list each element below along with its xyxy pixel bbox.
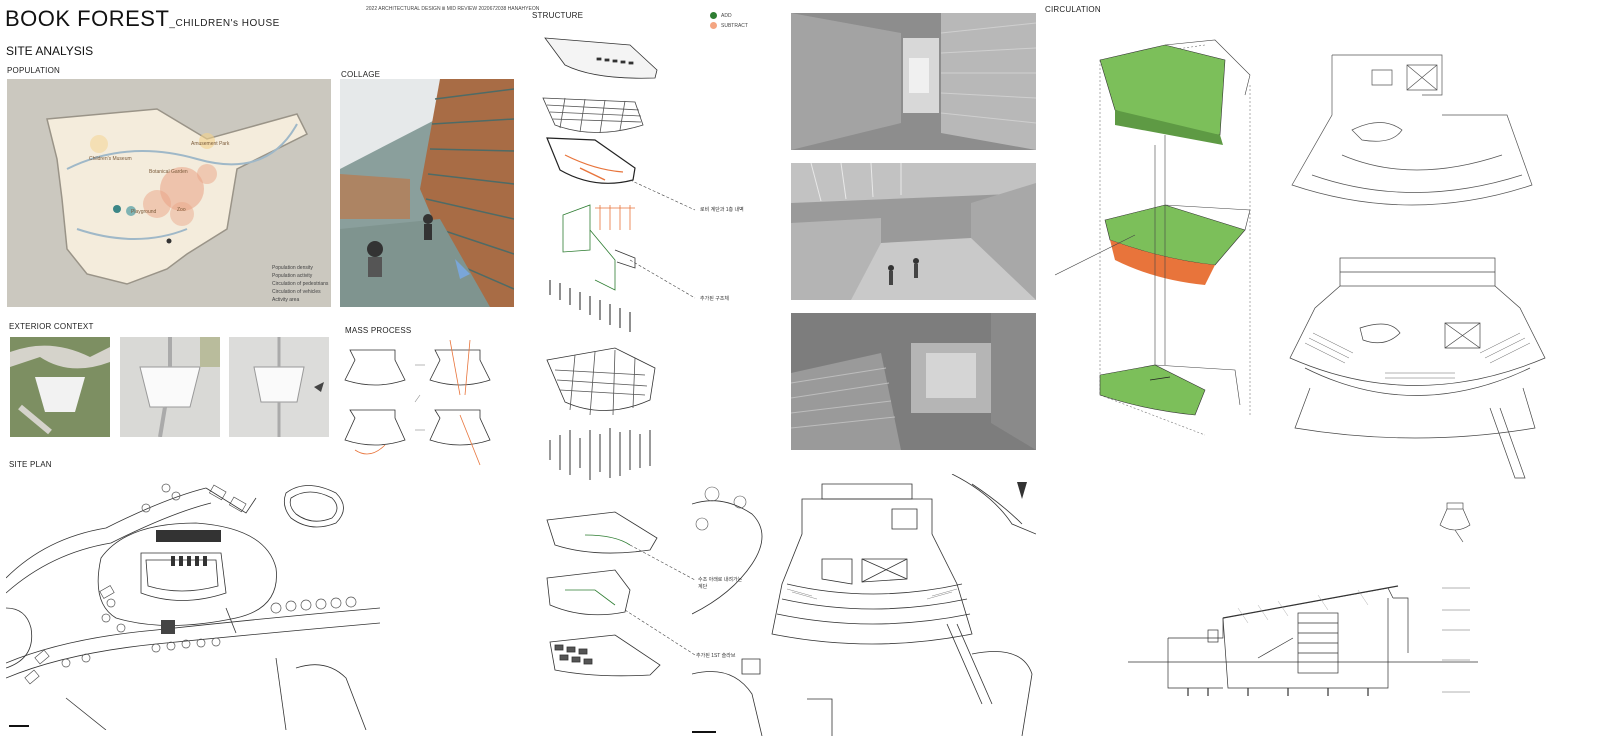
site-plan-label: SITE PLAN	[9, 460, 52, 469]
building-section	[1128, 578, 1478, 703]
exterior-aerial-1	[10, 337, 110, 437]
subtitle-text: _CHILDREN's HOUSE	[169, 18, 280, 29]
site-analysis-title: SITE ANALYSIS	[6, 44, 94, 58]
legend-add-label: ADD	[721, 12, 732, 19]
map-legend-item: Circulation of vehicles	[272, 289, 321, 295]
population-map: Children's Museum Amusement Park Botanic…	[7, 79, 331, 307]
structure-label: STRUCTURE	[532, 11, 584, 20]
structure-note-3: 수조 아래로 내려가는 계단	[698, 577, 743, 590]
map-legend-item: Activity area	[272, 297, 300, 303]
collage-label: COLLAGE	[341, 70, 381, 79]
circulation-axonometric	[1055, 35, 1255, 445]
map-place-garden: Botanical Garden	[149, 169, 188, 175]
legend-subtract-label: SUBTRACT	[721, 22, 748, 29]
map-legend: Population density Population activity C…	[272, 264, 328, 304]
page-title: BOOK FOREST_CHILDREN's HOUSE	[5, 6, 280, 32]
collage-image	[340, 79, 514, 307]
map-place-playground: Playground	[131, 209, 157, 215]
ground-floor-plan	[692, 474, 1036, 736]
subtract-dot-icon	[710, 22, 717, 29]
map-place-zoo: Zoo	[177, 207, 186, 213]
interior-render-3	[791, 313, 1036, 450]
legend-add: ADD	[710, 12, 748, 19]
key-plan	[1435, 500, 1475, 545]
second-floor-plan	[1285, 248, 1550, 498]
map-place-amusement: Amusement Park	[191, 141, 230, 147]
upper-floor-plan	[1282, 45, 1542, 225]
title-text: BOOK FOREST	[5, 6, 170, 31]
mass-process-diagram	[340, 340, 520, 470]
section-level-marks	[1440, 580, 1480, 700]
structure-note-2: 추가된 구조체	[700, 296, 729, 302]
structure-exploded-axonometric: 로비 계단과 1층 내벽 추가된 구조체 수조 아래로 내려가는 계단 추가된 …	[535, 30, 785, 690]
review-line: 2022 ARCHITECTURAL DESIGN Ⅲ MID REVIEW 2…	[366, 6, 540, 12]
interior-render-2	[791, 163, 1036, 300]
population-label: POPULATION	[7, 66, 60, 75]
structure-note-1: 로비 계단과 1층 내벽	[700, 207, 744, 213]
map-legend-item: Circulation of pedestrians	[272, 281, 329, 287]
structure-note-4: 추가된 1ST 슬라브	[696, 653, 736, 659]
structure-legend: ADD SUBTRACT	[710, 12, 748, 29]
mass-process-label: MASS PROCESS	[345, 326, 412, 335]
add-dot-icon	[710, 12, 717, 19]
exterior-context-label: EXTERIOR CONTEXT	[9, 322, 94, 331]
exterior-aerial-3	[229, 337, 329, 437]
legend-subtract: SUBTRACT	[710, 22, 748, 29]
map-legend-item: Population activity	[272, 273, 313, 279]
interior-render-1	[791, 13, 1036, 150]
map-legend-item: Population density	[272, 265, 313, 271]
map-place-museum: Children's Museum	[89, 156, 132, 162]
site-plan-drawing	[6, 468, 380, 730]
circulation-label: CIRCULATION	[1045, 5, 1101, 14]
exterior-aerial-2	[120, 337, 220, 437]
